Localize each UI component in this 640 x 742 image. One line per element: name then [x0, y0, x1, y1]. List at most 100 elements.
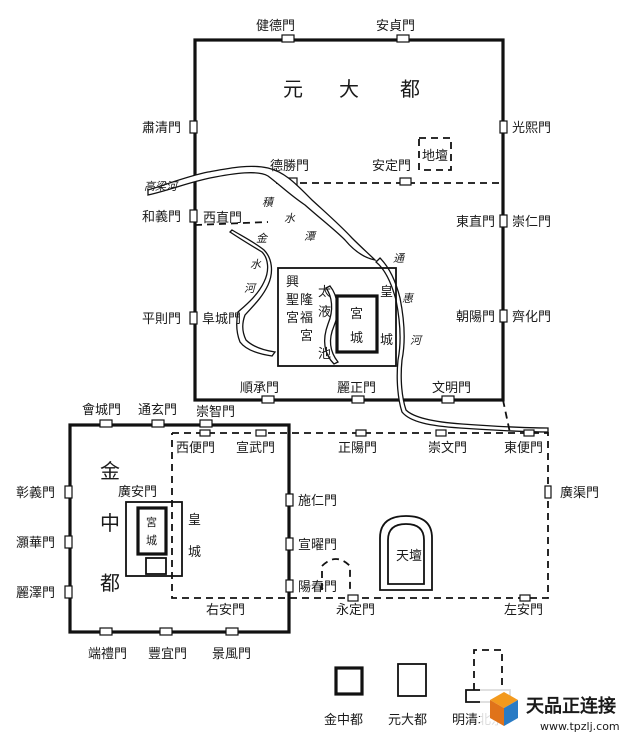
- tonghui-label-3: 河: [410, 334, 423, 347]
- taiye-char-1: 太: [318, 285, 331, 300]
- jin-huangcheng-char-2: 城: [188, 545, 201, 560]
- jin-gongcheng-char-1: 宮: [146, 515, 157, 529]
- gate-marker: [99, 627, 113, 636]
- gate-yongding: 永定門: [336, 603, 375, 618]
- tiantan-inner: [387, 523, 425, 585]
- gate-tongxuan: 通玄門: [138, 403, 177, 418]
- gate-dongbian: 東便門: [504, 440, 543, 456]
- yuan-title-3: 都: [400, 77, 420, 101]
- legend-jin-symbol: [334, 666, 364, 696]
- gate-heyi: 和義門: [142, 209, 181, 225]
- gate-marker: [64, 585, 73, 599]
- gongcheng-char-2: 城: [350, 331, 363, 346]
- jin-zhongdu-city: 金 中 都 宮 城 皇 城 會城門 通玄門 崇智門 彰義門 灝華門 麗澤門 端禮…: [16, 403, 337, 662]
- yuan-dadu-city: 元 大 都 地壇 高梁河 積 水 潭 金 水 河 通 惠 河 宮 城 皇 城 太: [142, 19, 551, 433]
- gate-marker: [159, 627, 173, 636]
- jinshui-label-1: 金: [256, 232, 269, 245]
- gate-marker: [189, 209, 198, 223]
- longfu-char-2: 福: [300, 311, 313, 326]
- jin-huangcheng-char-1: 皇: [188, 513, 201, 528]
- gate-marker: [351, 395, 365, 404]
- tonghui-river: [375, 257, 549, 433]
- gate-guangxi: 光熙門: [512, 121, 551, 136]
- gate-marker: [441, 395, 455, 404]
- gate-lizheng: 麗正門: [337, 381, 376, 396]
- ming-qing-outer-city: 天壇 西便門 宣武門 正陽門 崇文門 東便門 廣渠門 永定門 左安門: [171, 399, 599, 618]
- gate-marker: [544, 485, 552, 499]
- ming-outer-wall-dashed: [171, 432, 549, 599]
- gate-marker: [199, 419, 213, 428]
- jishuitan-label-1: 積: [262, 196, 275, 209]
- gate-duanli: 端禮門: [88, 647, 127, 662]
- gate-xuanyao: 宣曜門: [298, 537, 337, 553]
- gate-marker: [285, 493, 294, 507]
- jin-gongcheng-wall: [136, 506, 168, 556]
- xingsheng-char-1: 興: [286, 275, 299, 290]
- ditan-label: 地壇: [422, 148, 448, 164]
- tonghui-label-2: 惠: [402, 292, 415, 305]
- gate-dongzhi: 東直門: [456, 214, 495, 230]
- watermark-logo-icon: [490, 692, 518, 726]
- legend-yuan-label: 元大都: [388, 713, 427, 728]
- gate-marker: [64, 485, 73, 499]
- gate-marker: [225, 627, 239, 636]
- watermark-url: www.tpzlj.com: [540, 720, 620, 733]
- jishuitan-label-3: 潭: [304, 230, 317, 243]
- yuan-gongcheng-wall: [335, 294, 379, 354]
- gate-marker: [99, 419, 113, 428]
- gate-marker: [261, 395, 275, 404]
- gate-shiren: 施仁門: [298, 494, 337, 509]
- gate-fengyi: 豐宜門: [148, 647, 187, 662]
- xingsheng-char-2: 聖: [286, 293, 299, 308]
- gate-shuncheng: 順承門: [240, 381, 279, 396]
- gate-chongwen: 崇文門: [428, 441, 467, 456]
- jin-title-3: 都: [100, 571, 120, 595]
- jin-zhongdu-wall: [68, 423, 291, 634]
- taiye-char-3: 池: [318, 347, 331, 362]
- tiantan-outer: [379, 515, 433, 591]
- ditan-outline: [418, 137, 452, 171]
- gate-marker: [399, 177, 412, 186]
- gate-marker: [285, 537, 294, 551]
- gate-zhangyi: 彰義門: [16, 485, 55, 501]
- gate-desheng: 德勝門: [270, 159, 309, 174]
- gate-marker: [281, 34, 295, 43]
- gate-fucheng: 阜城門: [202, 311, 241, 327]
- jin-gongcheng-char-2: 城: [146, 534, 157, 547]
- gate-marker: [285, 579, 294, 593]
- yuan-title-1: 元: [283, 77, 303, 101]
- gaoliang-river-label: 高梁河: [144, 180, 179, 193]
- gate-guangqu: 廣渠門: [560, 486, 599, 501]
- gate-anzhen: 安貞門: [376, 19, 415, 34]
- legend-jin-label: 金中都: [324, 712, 363, 728]
- tonghui-label-1: 通: [393, 252, 406, 265]
- ming-east-link-dashed: [502, 399, 511, 434]
- taiye-char-2: 液: [318, 305, 331, 320]
- xiannongtan-outline: [321, 558, 351, 590]
- jinshui-river: [228, 229, 277, 357]
- jishuitan-label-2: 水: [284, 212, 296, 225]
- jinshui-label-3: 河: [244, 282, 257, 295]
- legend-yuan-symbol: [397, 663, 427, 697]
- gate-marker: [64, 535, 73, 549]
- gate-anding: 安定門: [372, 159, 411, 174]
- gate-marker: [255, 429, 267, 437]
- gate-marker: [435, 429, 447, 437]
- gate-marker: [355, 429, 367, 437]
- huangcheng-char-2: 城: [380, 333, 393, 348]
- gate-chongzhi: 崇智門: [196, 405, 235, 420]
- gate-marker: [499, 214, 508, 228]
- yuan-huangcheng-wall: [277, 267, 397, 367]
- gate-chongren: 崇仁門: [512, 215, 551, 230]
- gate-marker: [519, 594, 531, 602]
- gate-lize: 麗澤門: [16, 586, 55, 601]
- jin-huangcheng-wall: [125, 501, 183, 577]
- jin-title-2: 中: [100, 511, 120, 535]
- huangcheng-char-1: 皇: [380, 285, 393, 300]
- gate-jiande: 健德門: [256, 19, 295, 34]
- gate-marker: [499, 309, 508, 323]
- gate-marker: [499, 120, 508, 134]
- gate-huicheng: 會城門: [82, 403, 121, 418]
- gate-yangchun: 陽春門: [298, 580, 337, 595]
